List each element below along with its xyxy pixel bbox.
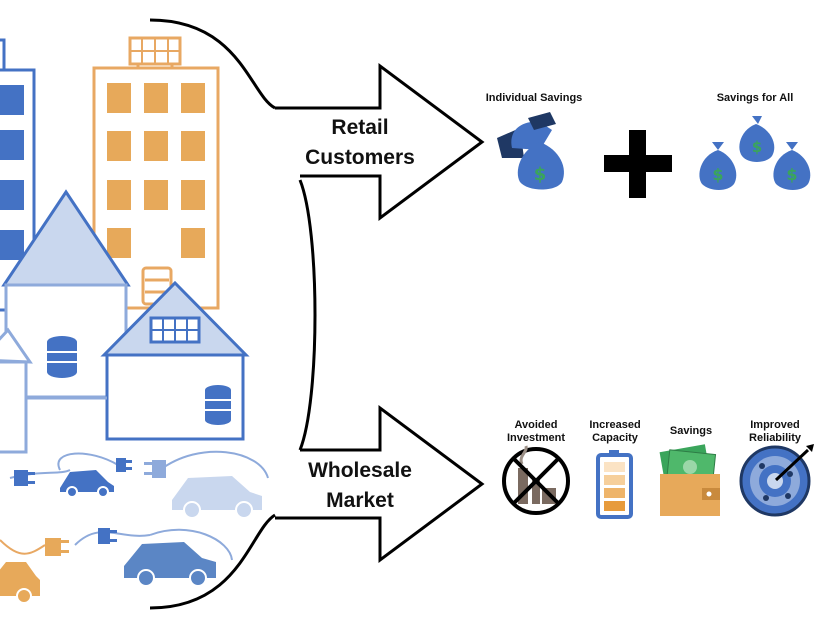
house-small: [0, 327, 33, 454]
svg-text:$: $: [752, 138, 762, 156]
svg-text:$: $: [534, 164, 547, 185]
electric-vehicles: [0, 450, 269, 604]
solar-panel-icon: [128, 36, 182, 68]
plug-icon: [98, 528, 117, 544]
retail-arrow: [275, 63, 485, 221]
flow-bracket: [149, 18, 317, 610]
plug-icon: [144, 460, 166, 478]
individual-savings-label: Individual Savings: [485, 92, 583, 104]
car-icon: [60, 470, 114, 498]
wholesale-label-line1: Wholesale: [308, 459, 412, 482]
retail-label-line2: Customers: [305, 146, 415, 169]
money-bags-icon: $ $ $: [699, 116, 811, 190]
increased-capacity-line1: Increased: [589, 419, 641, 431]
no-power-plant-icon: [502, 445, 570, 515]
svg-text:$: $: [712, 165, 723, 184]
wallet-cash-icon: [659, 444, 720, 516]
avoided-investment-label: Avoided Investment: [494, 419, 578, 445]
house-solar: [100, 280, 250, 441]
plug-icon: [45, 538, 69, 556]
wholesale-market-label: Wholesale Market: [280, 456, 440, 516]
car-icon: [0, 562, 40, 604]
car-icon: [124, 542, 216, 587]
battery-stack-icon: [47, 336, 77, 378]
solar-panel-icon: [149, 316, 201, 344]
svg-text:$: $: [786, 165, 797, 184]
target-dart-icon: [739, 444, 814, 517]
car-icon: [172, 476, 262, 519]
city-scene: [0, 36, 269, 604]
savings-label: Savings: [656, 425, 726, 438]
retail-customers-label: Retail Customers: [280, 113, 440, 173]
avoided-investment-line1: Avoided: [514, 419, 558, 431]
wholesale-label-line2: Market: [326, 489, 394, 512]
blue-building: [0, 38, 36, 312]
savings-for-all-label: Savings for All: [716, 92, 794, 104]
wholesale-arrow: [275, 405, 485, 563]
increased-capacity-line2: Capacity: [592, 432, 638, 444]
savings-line1: Savings: [669, 425, 713, 437]
battery-stack-icon: [205, 385, 231, 425]
plug-icon: [116, 458, 132, 472]
retail-label-line1: Retail: [331, 116, 389, 139]
plug-icon: [14, 470, 35, 486]
plus-icon: [604, 130, 672, 198]
avoided-investment-line2: Investment: [506, 432, 566, 444]
hand-money-bag-icon: $: [497, 112, 564, 190]
improved-reliability-line2: Reliability: [749, 432, 801, 444]
improved-reliability-label: Improved Reliability: [736, 419, 814, 445]
improved-reliability-line1: Improved: [750, 419, 800, 431]
increased-capacity-label: Increased Capacity: [578, 419, 652, 445]
battery-icon: [596, 450, 633, 519]
